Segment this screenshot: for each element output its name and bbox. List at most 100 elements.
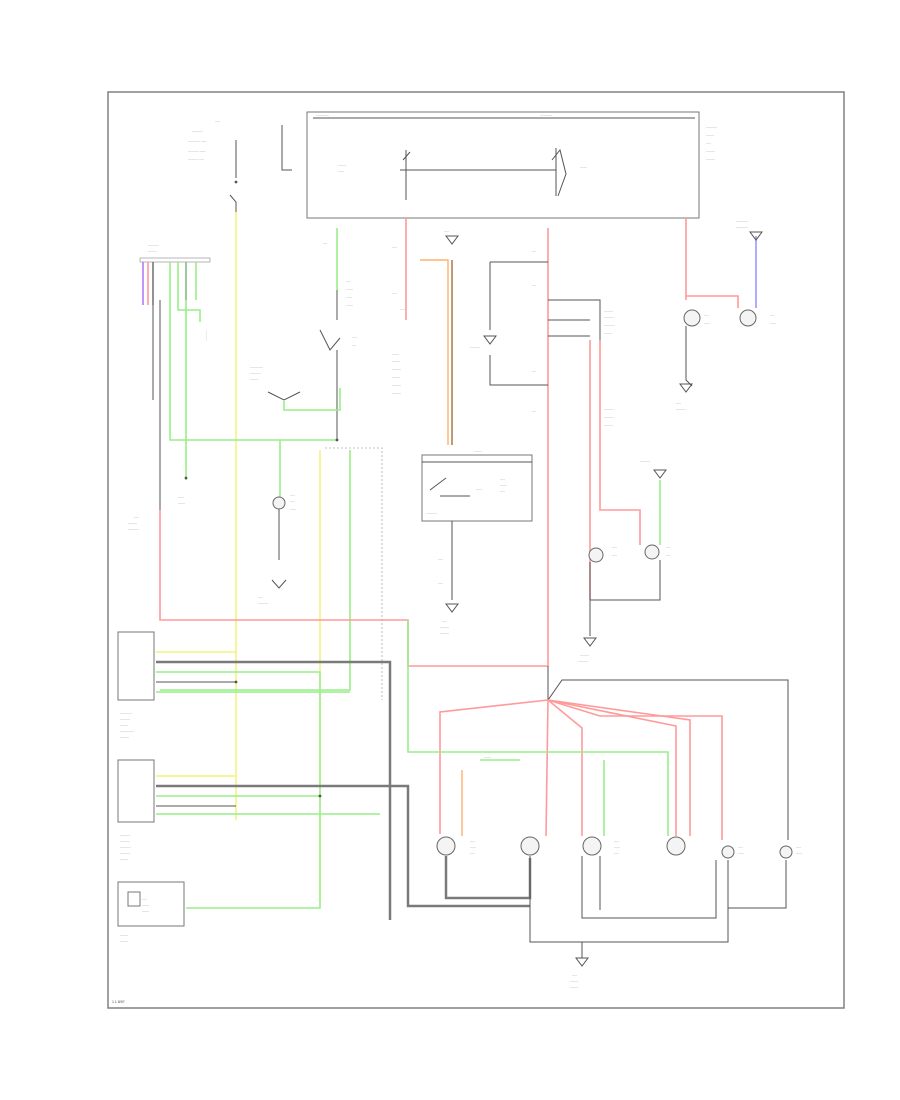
svg-text:......: ......	[338, 169, 344, 173]
svg-text:.......: .......	[500, 483, 507, 487]
svg-text:.............: .............	[250, 365, 263, 369]
svg-text:..........: ..........	[604, 315, 614, 319]
svg-text:.........: .........	[604, 309, 613, 313]
svg-text:.......: .......	[346, 287, 353, 291]
svg-text:.........: .........	[392, 391, 401, 395]
svg-text:....: ....	[532, 283, 536, 287]
svg-text:............: ............	[736, 219, 748, 223]
svg-text:............ ......: ............ ......	[188, 139, 207, 143]
svg-text:....: ....	[532, 369, 536, 373]
svg-text:.........: .........	[706, 157, 715, 161]
svg-text:......: ......	[770, 321, 776, 325]
svg-text:.....: .....	[438, 581, 443, 585]
svg-text:.....: .....	[676, 401, 681, 405]
svg-text:.....: .....	[704, 313, 709, 317]
svg-text:....: ....	[323, 241, 327, 245]
svg-text:......: ......	[738, 851, 744, 855]
svg-text:.......: .......	[178, 501, 185, 505]
dashed-relay-box	[325, 447, 383, 700]
svg-text:.....: .....	[738, 845, 743, 849]
svg-text:.........: .........	[440, 631, 449, 635]
svg-text:..........: ..........	[120, 839, 130, 843]
svg-text:........: ........	[120, 723, 128, 727]
svg-text:.....: .....	[770, 313, 775, 317]
svg-text:...........: ...........	[250, 371, 261, 375]
svg-text:........: ........	[120, 857, 128, 861]
svg-text:.....: .....	[612, 553, 617, 557]
footer-code: 1 1 8/97	[112, 1000, 125, 1004]
svg-text:.....: .....	[392, 245, 397, 249]
svg-text:......: ......	[614, 845, 620, 849]
diagram-frame	[107, 91, 845, 1009]
svg-text:..........: ..........	[258, 601, 268, 605]
svg-text:.........: .........	[440, 625, 449, 629]
svg-text:........: ........	[570, 985, 578, 989]
svg-text:.........: .........	[392, 367, 401, 371]
svg-text:.....: .....	[290, 493, 295, 497]
svg-text:...........: ...........	[185, 328, 189, 339]
svg-text:.....: .....	[612, 545, 617, 549]
stop-lamp-switch: ..... ..... ...... ..... ..........	[258, 440, 296, 605]
svg-text:.....: .....	[572, 973, 577, 977]
svg-text:.......: .......	[484, 755, 491, 759]
svg-text:........: ........	[392, 359, 400, 363]
svg-text:.......: .......	[346, 303, 353, 307]
fuse-block: ............. ............ ........ ....…	[306, 111, 717, 219]
svg-text:...........: ...........	[120, 845, 131, 849]
svg-text:..........: ..........	[120, 717, 130, 721]
green-wires-left: ...... .......	[169, 300, 336, 505]
svg-text:.....: .....	[796, 845, 801, 849]
svg-text:...........: ...........	[205, 330, 209, 341]
svg-text:......: ......	[476, 487, 482, 491]
bottom-lamp-cluster: ....... ..... ...... ..... ..... ...... …	[407, 620, 802, 989]
svg-text:....: ....	[532, 409, 536, 413]
svg-text:.....: .....	[614, 839, 619, 843]
svg-text:.........: .........	[148, 249, 157, 253]
svg-text:.........: .........	[392, 383, 401, 387]
cruise-control-unit: ............. ........... ........	[250, 365, 341, 411]
svg-text:........: ........	[120, 939, 128, 943]
svg-text:........: ........	[474, 449, 482, 453]
svg-text:......: ......	[470, 845, 476, 849]
svg-text:.....: .....	[442, 619, 447, 623]
svg-text:.....: .....	[215, 119, 220, 123]
svg-text:........... ......: ........... ......	[188, 149, 206, 153]
svg-text:...........: ...........	[148, 243, 159, 247]
svg-text:.......: .......	[142, 909, 149, 913]
svg-text:..........: ..........	[604, 407, 614, 411]
svg-text:...........: ...........	[128, 527, 139, 531]
right-relay-lamps: .......... .......... ......... ........…	[578, 340, 671, 663]
left-switch-box-2: .......... .......... ........... ......…	[117, 759, 530, 908]
svg-text:......: ......	[346, 295, 352, 299]
svg-text:........: ........	[338, 163, 346, 167]
svg-text:.....: .....	[258, 595, 263, 599]
svg-text:......: ......	[290, 507, 296, 511]
svg-text:............: ............	[120, 711, 132, 715]
svg-text:............: ............	[540, 113, 552, 117]
green-wire-down-1	[160, 450, 351, 691]
svg-text:.....: .....	[614, 851, 619, 855]
left-switch-box-1: ............ .......... ........ .......…	[117, 631, 392, 920]
svg-text:...........: ...........	[604, 323, 615, 327]
svg-text:......: ......	[704, 321, 710, 325]
svg-text:..........: ..........	[676, 407, 686, 411]
svg-text:.....: .....	[706, 141, 711, 145]
fuse-output-wires: ..... ..... ..... ..... ....... ........…	[392, 218, 459, 445]
svg-text:.....: .....	[352, 335, 357, 339]
ignition-switch: ..... ........... ............ ...... ..…	[188, 119, 292, 212]
svg-text:.....: .....	[500, 477, 505, 481]
svg-text:.....: .....	[438, 557, 443, 561]
svg-text:.............: .............	[316, 113, 329, 117]
svg-text:.....: .....	[346, 279, 351, 283]
svg-text:.....: .....	[134, 515, 139, 519]
svg-text:..........: ..........	[604, 415, 614, 419]
svg-text:......: ......	[796, 851, 802, 855]
svg-text:...........: ...........	[426, 511, 437, 515]
svg-text:.......: .......	[580, 165, 587, 169]
svg-text:.....: .....	[666, 545, 671, 549]
svg-text:..........: ..........	[640, 459, 650, 463]
combination-switch-connector: ........... ......... ........... ......…	[128, 243, 211, 531]
svg-text:........: ........	[120, 933, 128, 937]
svg-text:........: ........	[570, 979, 578, 983]
